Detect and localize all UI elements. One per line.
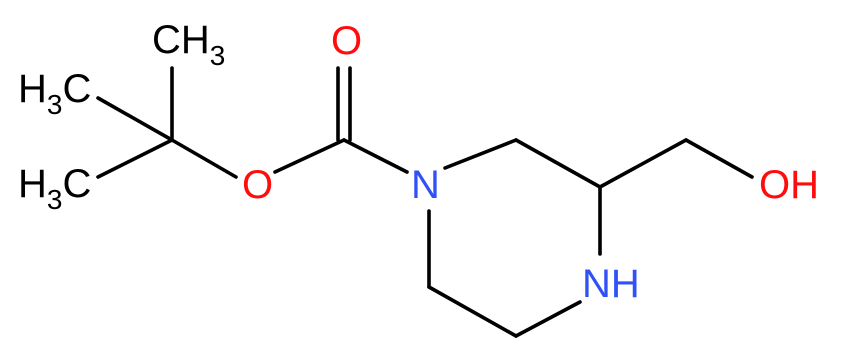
bond-tbu-ester-o	[170, 138, 238, 179]
hydroxyl-label: OH	[759, 163, 819, 207]
ring-nitrogen-1-label: N	[411, 163, 440, 207]
ring-nitrogen-4-label: NH	[582, 262, 640, 306]
bond-ester-o-carbonyl-c	[273, 138, 346, 174]
methyl-low-label: H3C	[18, 162, 91, 215]
bond-c3-ch2	[598, 138, 688, 189]
bond-tbu-methyl-mid	[96, 96, 174, 142]
methyl-top-label: CH3	[152, 18, 225, 71]
bond-tbu-methyl-low	[96, 138, 174, 179]
bonds	[96, 66, 754, 338]
bond-ch2-oh	[684, 138, 754, 179]
bond-n4-c5	[514, 300, 582, 338]
bond-c2-c3	[514, 138, 602, 189]
bond-c5-c6	[427, 285, 518, 338]
atom-labels: CH3 H3C H3C O O N NH OH	[18, 18, 819, 306]
carbonyl-oxygen-label: O	[331, 19, 362, 63]
bond-carbonyl-c-n1	[342, 138, 409, 174]
bond-n1-c2	[443, 138, 518, 170]
methyl-mid-label: H3C	[18, 67, 91, 120]
ester-oxygen-label: O	[242, 163, 273, 207]
